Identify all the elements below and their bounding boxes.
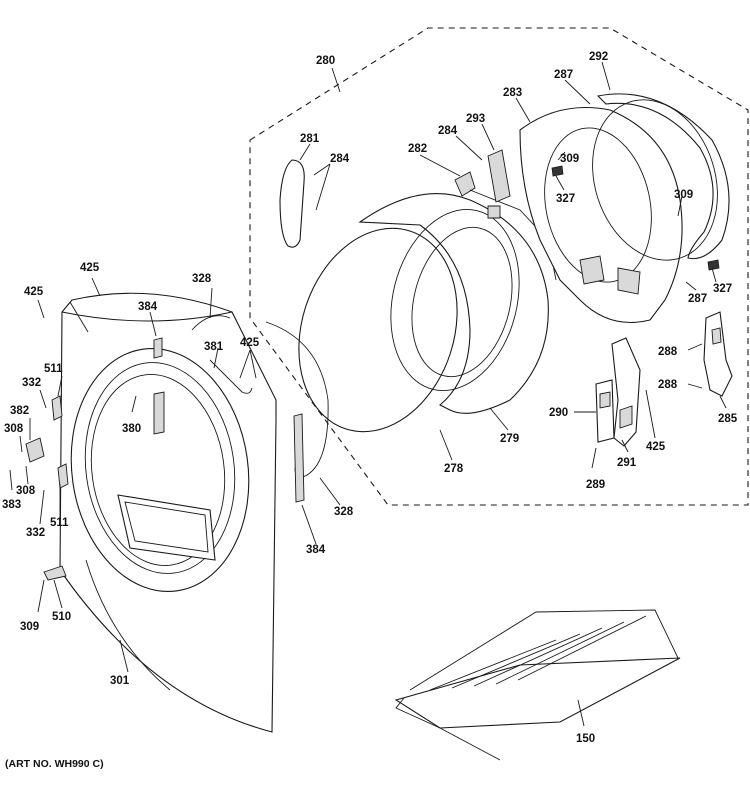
door-assembly-boundary xyxy=(249,27,749,506)
bracket-380 xyxy=(153,391,165,435)
button-510 xyxy=(43,565,67,581)
hinge-293 xyxy=(487,149,511,203)
callout-332-top: 332 xyxy=(22,377,41,389)
bracket-384-b xyxy=(293,413,305,503)
callout-425-left: 425 xyxy=(24,286,44,298)
callout-328-bottom: 328 xyxy=(334,506,354,518)
callout-510: 510 xyxy=(52,611,71,623)
callout-425-top: 425 xyxy=(80,262,100,274)
callout-327-right: 327 xyxy=(713,283,732,295)
door-frame-279 xyxy=(358,171,549,414)
callout-293: 293 xyxy=(466,113,485,125)
door-window-278 xyxy=(298,227,458,433)
art-number: (ART NO. WH990 C) xyxy=(5,758,104,770)
hinge-291 xyxy=(611,337,641,447)
callout-292: 292 xyxy=(589,51,608,63)
callout-288-upper: 288 xyxy=(658,346,678,358)
callout-301: 301 xyxy=(110,675,130,687)
clip-511-a xyxy=(51,395,63,421)
callout-384-top: 384 xyxy=(138,301,158,313)
clip-511-b xyxy=(57,463,69,489)
callout-284-right: 284 xyxy=(438,125,458,137)
callout-280: 280 xyxy=(316,55,335,67)
hinge-285 xyxy=(703,311,733,397)
outer-door-frame-283 xyxy=(519,107,683,324)
callout-291: 291 xyxy=(617,457,637,469)
callout-279: 279 xyxy=(500,433,519,445)
callout-labels: 280 281 284 282 284 293 283 287 292 309 … xyxy=(2,51,738,745)
callout-383: 383 xyxy=(2,499,21,511)
handle-281 xyxy=(279,159,305,248)
callout-289: 289 xyxy=(586,479,605,491)
callout-511-bottom: 511 xyxy=(50,517,69,529)
front-panel-301 xyxy=(59,292,277,733)
callout-309-bottom: 309 xyxy=(20,621,39,633)
callout-332-bottom: 332 xyxy=(26,527,45,539)
cable-381 xyxy=(209,359,253,394)
callout-285: 285 xyxy=(718,413,738,425)
callout-287-top: 287 xyxy=(554,69,573,81)
callout-308-bottom: 308 xyxy=(16,485,36,497)
callout-283: 283 xyxy=(503,87,522,99)
latch-327-a xyxy=(551,165,564,177)
callout-150: 150 xyxy=(576,733,595,745)
callout-309-top: 309 xyxy=(560,153,579,165)
callout-425-mid: 425 xyxy=(240,337,260,349)
callout-381: 381 xyxy=(204,341,224,353)
callout-308-left: 308 xyxy=(4,423,24,435)
latch-327-b xyxy=(707,259,720,271)
bracket-384-a xyxy=(153,337,163,359)
callout-309-right: 309 xyxy=(674,189,693,201)
callout-284-left: 284 xyxy=(330,153,350,165)
callout-290: 290 xyxy=(549,407,568,419)
callout-380: 380 xyxy=(122,423,141,435)
leader-lines xyxy=(9,61,727,727)
callout-328-top: 328 xyxy=(192,273,212,285)
switch-382 xyxy=(25,437,45,463)
callout-384-bottom: 384 xyxy=(306,544,326,556)
callout-281: 281 xyxy=(300,133,320,145)
callout-287-right: 287 xyxy=(688,293,707,305)
drying-rack-150 xyxy=(394,609,681,761)
callout-382: 382 xyxy=(10,405,29,417)
hinge-290 xyxy=(595,379,615,443)
callout-425-door: 425 xyxy=(646,441,666,453)
callout-288-lower: 288 xyxy=(658,379,678,391)
callout-511-top: 511 xyxy=(44,363,63,375)
callout-282: 282 xyxy=(408,143,427,155)
gasket-292 xyxy=(592,93,730,261)
callout-327-top: 327 xyxy=(556,193,575,205)
callout-278: 278 xyxy=(444,463,464,475)
